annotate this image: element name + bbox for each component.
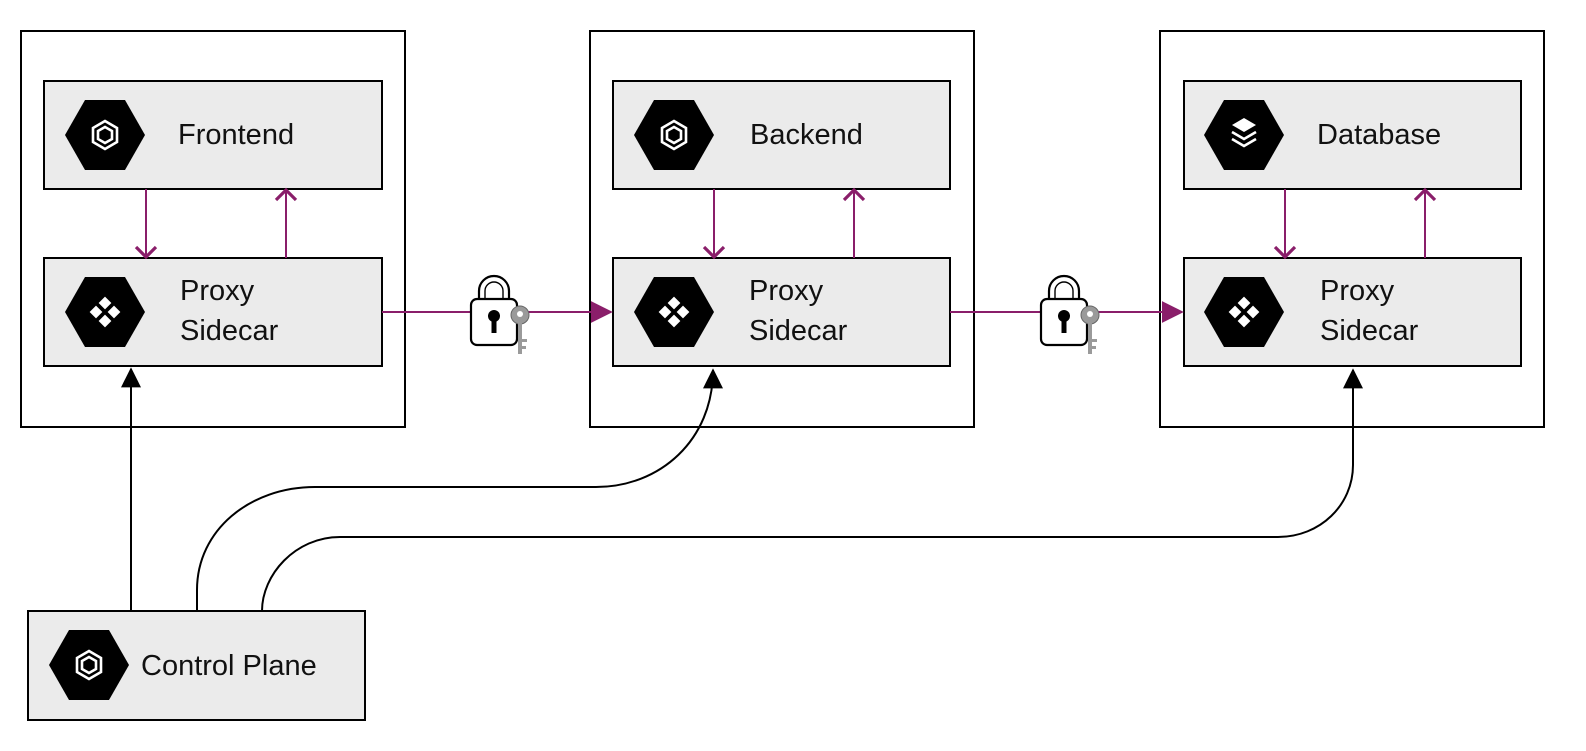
padlock-key-icon bbox=[469, 274, 530, 354]
sidecar-box-frontend[interactable]: Proxy Sidecar bbox=[43, 257, 383, 367]
sidecar-box-backend[interactable]: Proxy Sidecar bbox=[612, 257, 951, 367]
diamond-grid-icon bbox=[634, 277, 714, 347]
diamond-grid-icon bbox=[1204, 277, 1284, 347]
sidecar-label-line2: Sidecar bbox=[749, 315, 848, 347]
link-control-to-backend-sidecar bbox=[196, 368, 723, 611]
control-plane-box[interactable]: Control Plane bbox=[27, 610, 366, 721]
service-label-backend: Backend bbox=[750, 119, 863, 151]
intra-pod-links bbox=[134, 187, 1437, 260]
sidecar-label-line2: Sidecar bbox=[1320, 315, 1419, 347]
link-control-to-database-sidecar bbox=[261, 368, 1363, 612]
layers-icon bbox=[1204, 100, 1284, 170]
pod-frontend: Frontend Proxy Sidecar bbox=[20, 30, 406, 428]
cube-icon bbox=[634, 100, 714, 170]
sidecar-label-line1: Proxy bbox=[1320, 275, 1395, 307]
cube-icon bbox=[49, 630, 129, 700]
service-box-database[interactable]: Database bbox=[1183, 80, 1522, 190]
cube-icon bbox=[65, 100, 145, 170]
service-label-frontend: Frontend bbox=[178, 119, 294, 151]
pod-backend: Backend Proxy Sidecar bbox=[589, 30, 975, 428]
service-box-backend[interactable]: Backend bbox=[612, 80, 951, 190]
sidecar-label-line1: Proxy bbox=[749, 275, 824, 307]
pod-database: Database Proxy Sidecar bbox=[1159, 30, 1545, 428]
sidecar-label-line2: Sidecar bbox=[180, 315, 279, 347]
service-box-frontend[interactable]: Frontend bbox=[43, 80, 383, 190]
padlock-key-icon bbox=[1039, 274, 1100, 354]
service-label-database: Database bbox=[1317, 119, 1441, 151]
control-plane-label: Control Plane bbox=[141, 650, 317, 682]
diamond-grid-icon bbox=[65, 277, 145, 347]
sidecar-box-database[interactable]: Proxy Sidecar bbox=[1183, 257, 1522, 367]
control-plane-links bbox=[121, 367, 1363, 612]
sidecar-label-line1: Proxy bbox=[180, 275, 255, 307]
